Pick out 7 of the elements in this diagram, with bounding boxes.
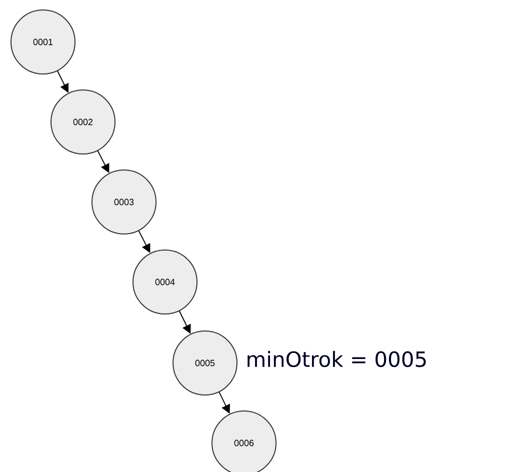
tree-node: 0004 bbox=[132, 250, 198, 314]
tree-node: 0002 bbox=[50, 90, 116, 154]
tree-node: 0006 bbox=[212, 410, 276, 472]
tree-node: 0005 bbox=[172, 330, 238, 396]
tree-node: 0001 bbox=[10, 10, 76, 74]
tree-node: 0003 bbox=[92, 170, 156, 234]
annotation: minOtrok = 0005 bbox=[248, 350, 426, 368]
